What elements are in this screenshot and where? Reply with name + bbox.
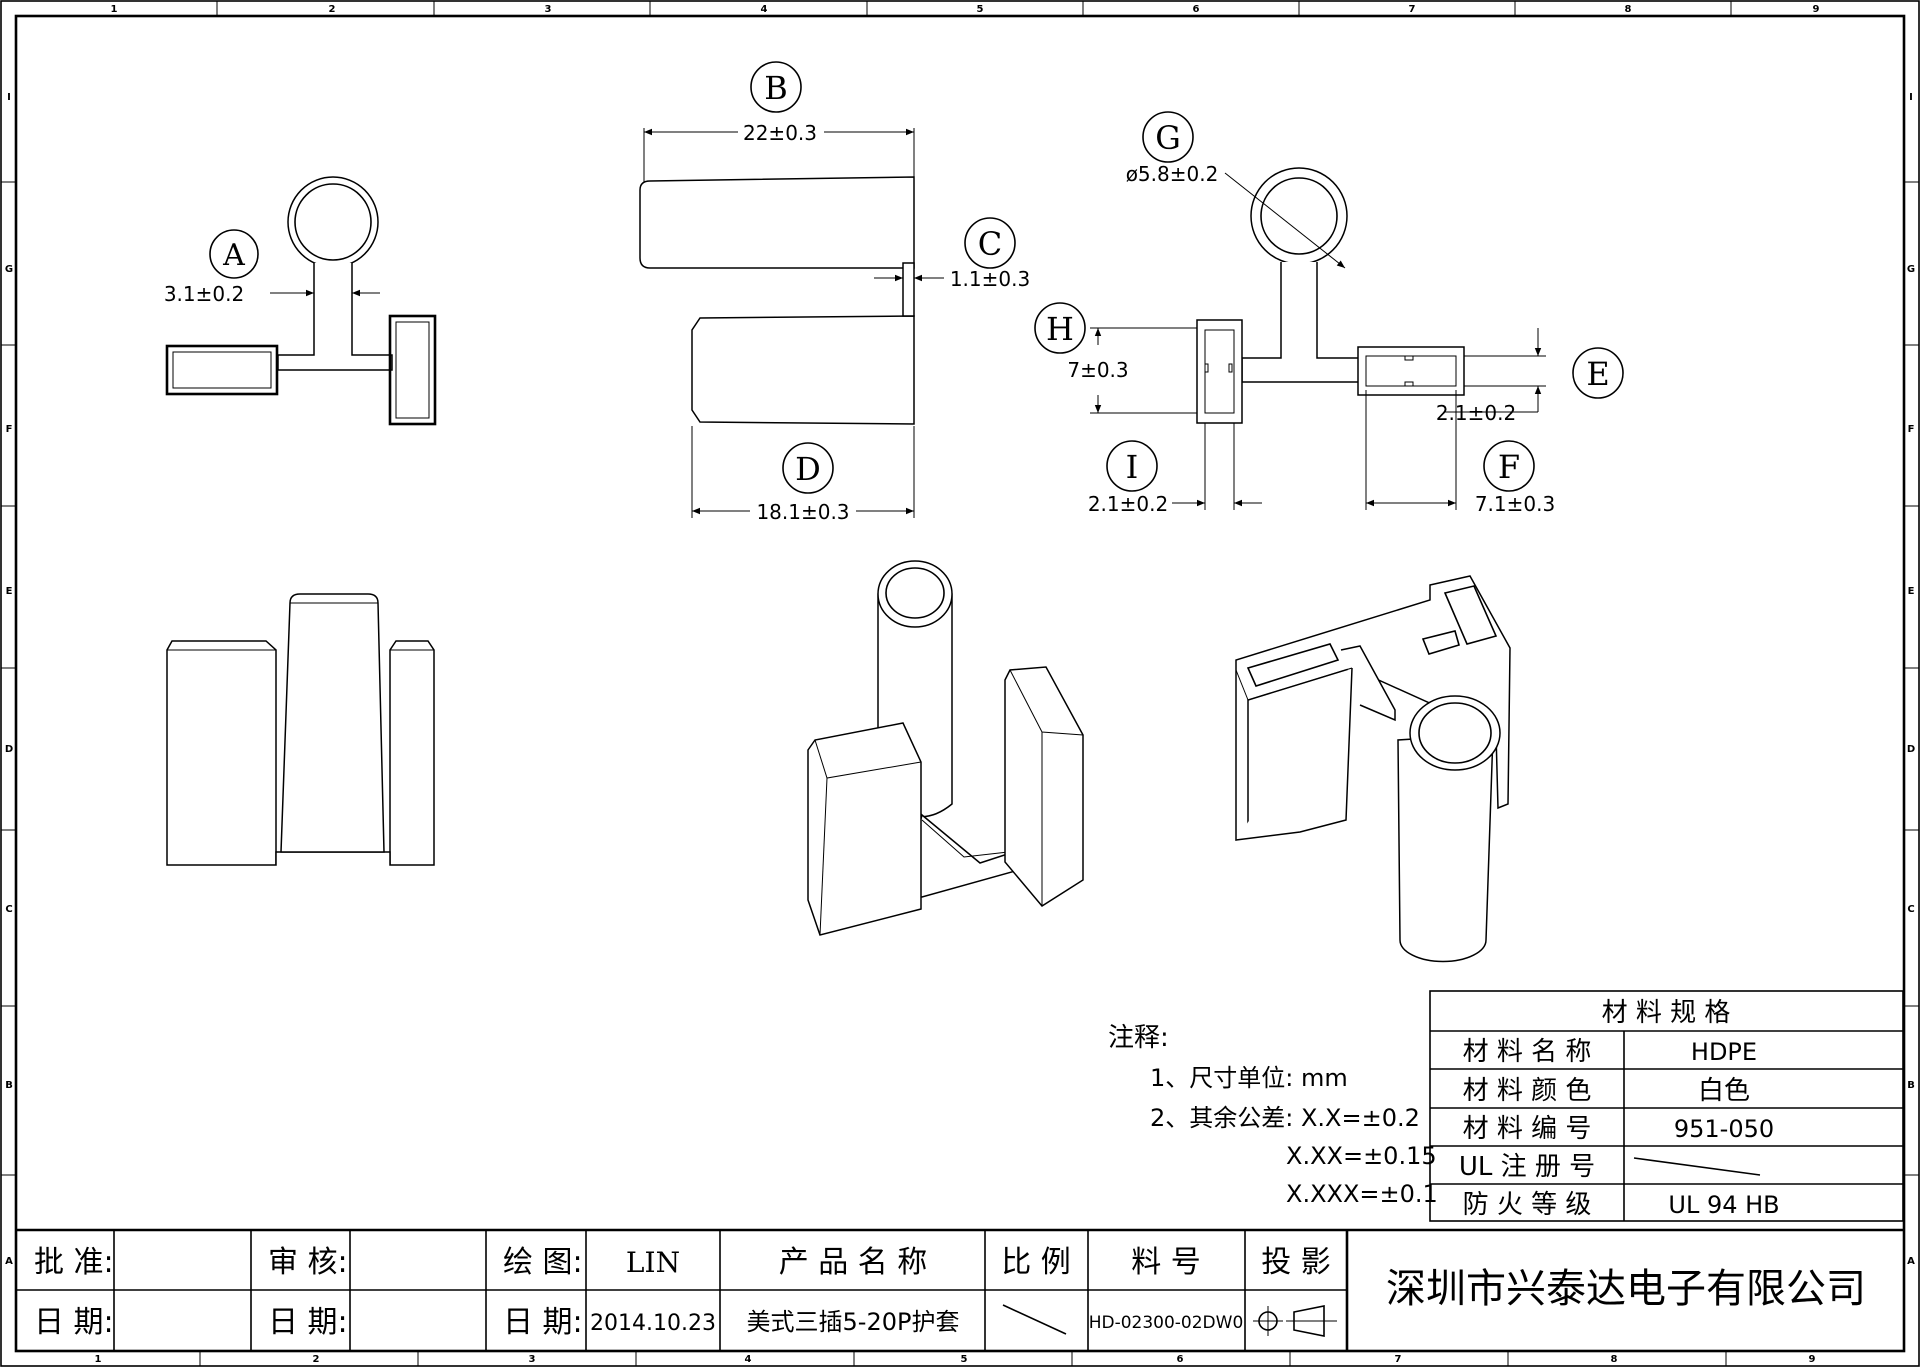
col-label-bottom-4: 4 <box>745 1354 752 1365</box>
material-color-value: 白色 <box>1698 1076 1750 1106</box>
col-label-7: 7 <box>1409 4 1416 15</box>
dimension-e-value: 2.1±0.2 <box>1436 401 1516 425</box>
dimension-f-value: 7.1±0.3 <box>1475 492 1555 516</box>
row-label-D: D <box>5 744 13 755</box>
part-number-label: 料 号 <box>1131 1245 1201 1280</box>
balloon-c-letter: C <box>978 225 1002 263</box>
col-label-bottom-6: 6 <box>1177 1354 1184 1365</box>
approve-label: 批 准: <box>34 1245 114 1280</box>
material-spec-table <box>1429 990 1904 1222</box>
balloon-h-letter: H <box>1046 310 1074 348</box>
col-label-1: 1 <box>111 4 118 15</box>
row-label-right-D: D <box>1907 744 1915 755</box>
company-name: 深圳市兴泰达电子有限公司 <box>1386 1266 1866 1312</box>
row-label-E: E <box>6 586 13 597</box>
drawing-date: 2014.10.23 <box>590 1311 716 1336</box>
row-label-right-C: C <box>1907 904 1914 915</box>
row-label-right-A: A <box>1907 1256 1915 1267</box>
col-label-9: 9 <box>1813 4 1820 15</box>
notes-line-1: 1、尺寸单位: mm <box>1150 1064 1348 1092</box>
date-label-review: 日 期: <box>268 1305 348 1340</box>
drawer-name: LIN <box>626 1246 680 1279</box>
dimension-d-value: 18.1±0.3 <box>756 500 849 524</box>
isometric-view-right <box>1235 575 1511 963</box>
balloon-g-letter: G <box>1155 119 1181 157</box>
fire-rating-value: UL 94 HB <box>1668 1191 1779 1219</box>
row-label-F: F <box>6 424 13 435</box>
row-label-B: B <box>5 1080 13 1091</box>
side-view <box>639 61 1016 518</box>
notes-line-2: 2、其余公差: X.X=±0.2 <box>1150 1104 1420 1132</box>
row-label-I: I <box>7 92 11 103</box>
col-label-bottom-2: 2 <box>313 1354 320 1365</box>
product-name-label: 产 品 名 称 <box>779 1245 928 1280</box>
review-label: 审 核: <box>268 1245 348 1280</box>
col-label-bottom-5: 5 <box>961 1354 968 1365</box>
draw-label: 绘 图: <box>503 1245 583 1280</box>
row-label-G: G <box>5 264 13 275</box>
scale-label: 比 例 <box>1001 1245 1071 1280</box>
col-label-bottom-7: 7 <box>1395 1354 1402 1365</box>
product-name: 美式三插5-20P护套 <box>747 1308 960 1336</box>
dimension-i-value: 2.1±0.2 <box>1088 492 1168 516</box>
row-label-C: C <box>5 904 12 915</box>
material-color-label: 材 料 颜 色 <box>1463 1076 1592 1106</box>
top-view-small <box>165 176 437 426</box>
notes-line-4: X.XXX=±0.1 <box>1286 1180 1438 1208</box>
col-label-5: 5 <box>977 4 984 15</box>
col-label-bottom-3: 3 <box>529 1354 536 1365</box>
material-code-label: 材 料 编 号 <box>1463 1114 1592 1144</box>
balloon-a-letter: A <box>222 238 245 273</box>
dimension-b-value: 22±0.3 <box>743 121 817 145</box>
balloon-e-letter: E <box>1586 355 1609 393</box>
part-number: HD-02300-02DW0 <box>1089 1313 1244 1333</box>
dimension-c-value: 1.1±0.3 <box>950 267 1030 291</box>
row-label-right-G: G <box>1907 264 1915 275</box>
scale-slash <box>1002 1304 1067 1335</box>
isometric-view-left <box>807 560 1084 936</box>
row-label-right-E: E <box>1908 586 1915 597</box>
projection-label: 投 影 <box>1261 1245 1331 1280</box>
material-table-header: 材 料 规 格 <box>1602 998 1731 1028</box>
notes-title: 注释: <box>1108 1023 1169 1053</box>
row-label-right-I: I <box>1909 92 1913 103</box>
balloon-d-letter: D <box>795 450 821 488</box>
row-label-right-F: F <box>1908 424 1915 435</box>
col-label-6: 6 <box>1193 4 1200 15</box>
date-label-approve: 日 期: <box>34 1305 114 1340</box>
col-label-8: 8 <box>1625 4 1632 15</box>
col-label-bottom-1: 1 <box>95 1354 102 1365</box>
material-name-label: 材 料 名 称 <box>1463 1037 1592 1067</box>
dimension-a-value: 3.1±0.2 <box>164 282 244 306</box>
empty-value-slash <box>1633 1157 1761 1176</box>
front-view <box>166 593 435 866</box>
col-label-3: 3 <box>545 4 552 15</box>
projection-symbol-icon <box>1253 1305 1337 1337</box>
dimension-h-value: 7±0.3 <box>1067 358 1128 382</box>
row-label-right-B: B <box>1907 1080 1915 1091</box>
col-label-2: 2 <box>329 4 336 15</box>
ul-registration-label: UL 注 册 号 <box>1459 1152 1595 1182</box>
material-name-value: HDPE <box>1691 1038 1757 1066</box>
balloon-b-letter: B <box>764 69 788 107</box>
date-label-draw: 日 期: <box>503 1305 583 1340</box>
dimension-g-value: ø5.8±0.2 <box>1126 162 1219 186</box>
row-label-A: A <box>5 1256 13 1267</box>
col-label-bottom-9: 9 <box>1809 1354 1816 1365</box>
notes: 注释: 1、尺寸单位: mm 2、其余公差: X.X=±0.2 X.XX=±0.… <box>1108 1023 1438 1208</box>
balloon-i-letter: I <box>1126 448 1139 486</box>
title-block <box>16 1228 1904 1351</box>
material-code-value: 951-050 <box>1674 1115 1774 1143</box>
notes-line-3: X.XX=±0.15 <box>1286 1142 1437 1170</box>
top-view-large <box>1034 111 1624 510</box>
col-label-4: 4 <box>761 4 768 15</box>
balloon-f-letter: F <box>1498 448 1520 486</box>
fire-rating-label: 防 火 等 级 <box>1463 1190 1592 1220</box>
col-label-bottom-8: 8 <box>1611 1354 1618 1365</box>
